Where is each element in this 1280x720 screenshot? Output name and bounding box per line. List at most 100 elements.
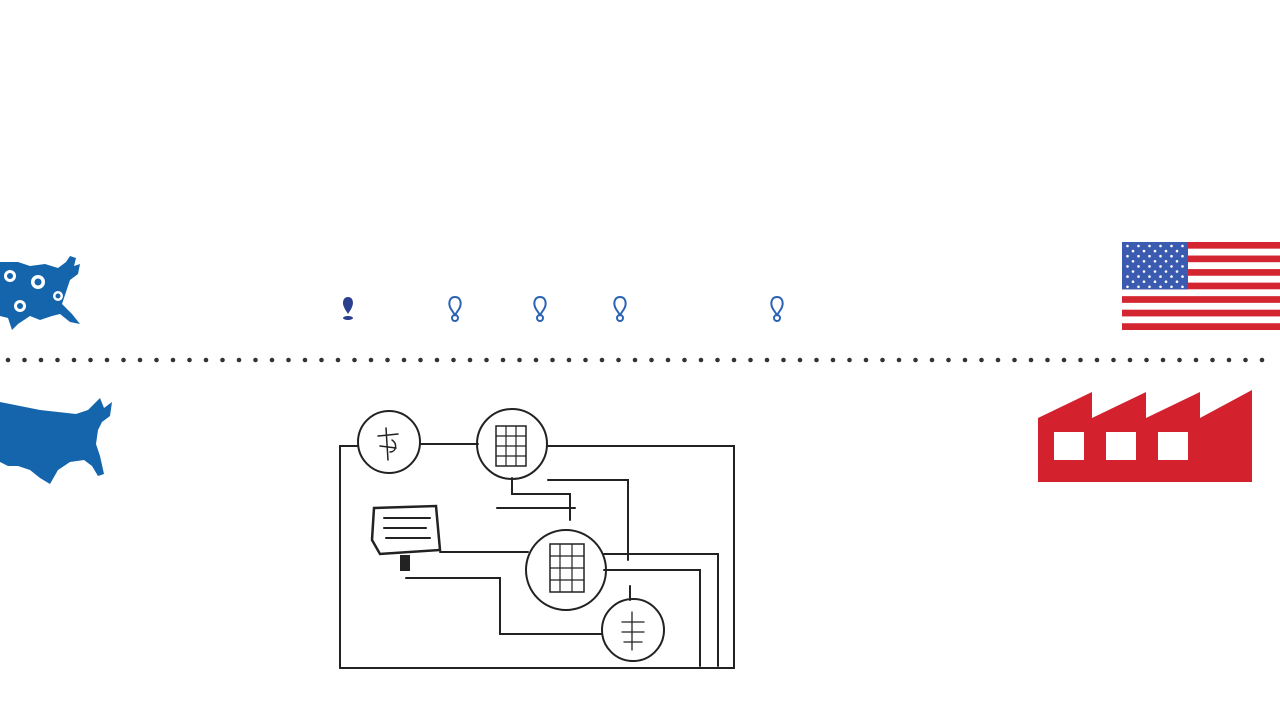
circuit-wire xyxy=(339,445,735,669)
divider-dot xyxy=(236,357,242,363)
divider-dot xyxy=(220,357,225,363)
divider-dot xyxy=(88,357,93,363)
flag-stripe xyxy=(1122,316,1280,324)
flag-star xyxy=(1126,244,1129,248)
flag-star xyxy=(1164,270,1168,273)
location-pins xyxy=(343,295,784,322)
flag-stripe xyxy=(1122,275,1280,283)
divider-dot xyxy=(1226,357,1232,363)
flag-stripe xyxy=(1122,255,1280,263)
divider-dot xyxy=(1144,357,1149,363)
flag-star xyxy=(1137,244,1140,248)
flag-star xyxy=(1148,254,1151,258)
flag-stripe xyxy=(1122,242,1280,249)
divider-dot xyxy=(1012,357,1017,363)
circuit-wire xyxy=(511,477,571,521)
circuit-node xyxy=(357,410,421,474)
divider-dot xyxy=(286,357,291,363)
flag-star xyxy=(1137,265,1140,268)
flag-star xyxy=(1164,260,1168,263)
divider-dot xyxy=(1045,357,1050,363)
flag-star xyxy=(1159,254,1162,258)
location-pin-icon xyxy=(448,295,462,322)
divider-dot xyxy=(583,357,588,363)
divider-dot xyxy=(170,357,176,363)
flag-star xyxy=(1175,280,1179,284)
flag-star xyxy=(1131,280,1135,284)
divider-dot xyxy=(203,357,209,363)
circuit-node xyxy=(601,598,665,662)
flag-star xyxy=(1126,254,1129,258)
circuit-wire xyxy=(405,577,603,635)
divider-dot xyxy=(962,357,968,363)
divider-dot xyxy=(38,357,44,363)
flag-stripe xyxy=(1122,289,1280,297)
divider-dot xyxy=(335,357,341,363)
divider-dot xyxy=(434,357,440,363)
factory-window xyxy=(1054,432,1084,460)
divider-dot xyxy=(1177,357,1182,363)
divider-dot xyxy=(913,357,918,363)
divider-dot xyxy=(55,357,60,363)
factory-window xyxy=(1106,432,1136,460)
divider-dot xyxy=(319,357,324,363)
factory-icon xyxy=(1038,390,1252,482)
divider-dot xyxy=(253,357,258,363)
divider-dot xyxy=(896,357,902,363)
flag-star xyxy=(1142,249,1146,253)
dotted-divider xyxy=(5,357,1265,363)
flag-star xyxy=(1131,249,1135,253)
divider-dot xyxy=(979,357,984,363)
divider-dot xyxy=(1243,357,1248,363)
usa-map-with-sites-icon xyxy=(0,256,80,330)
divider-dot xyxy=(517,357,522,363)
divider-dot xyxy=(863,357,869,363)
divider-dot xyxy=(995,357,1001,363)
divider-dot xyxy=(187,357,192,363)
flag-star xyxy=(1170,285,1173,289)
flag-star xyxy=(1137,285,1140,289)
divider-dot xyxy=(847,357,852,363)
divider-dot xyxy=(698,357,704,363)
flag-star xyxy=(1181,285,1184,289)
flag-stripe xyxy=(1122,269,1280,276)
divider-dot xyxy=(104,357,110,363)
divider-dot xyxy=(814,357,819,363)
location-pin-icon xyxy=(613,295,627,322)
divider-dot xyxy=(929,357,935,363)
flag-stripe xyxy=(1122,262,1280,270)
circuit-node xyxy=(525,529,607,611)
flag-star xyxy=(1175,249,1179,253)
flag-star xyxy=(1159,275,1162,278)
divider-dot xyxy=(352,357,357,363)
flag-star xyxy=(1148,285,1151,289)
flag-stripe xyxy=(1122,296,1280,303)
divider-dot xyxy=(1259,357,1265,363)
flag-star xyxy=(1159,244,1162,248)
circuit-wire xyxy=(603,553,719,667)
flag-stripe xyxy=(1122,248,1280,256)
divider-dot xyxy=(500,357,506,363)
divider-dot xyxy=(1193,357,1199,363)
flag-stripe xyxy=(1122,282,1280,290)
divider-dot xyxy=(533,357,539,363)
flag-star xyxy=(1153,270,1157,273)
divider-dot xyxy=(830,357,836,363)
divider-dot xyxy=(418,357,423,363)
flag-star xyxy=(1142,280,1146,284)
divider-dot xyxy=(682,357,687,363)
divider-dot xyxy=(616,357,621,363)
location-pin-icon xyxy=(343,297,353,320)
flag-star xyxy=(1170,254,1173,258)
divider-dot xyxy=(599,357,605,363)
divider-dot xyxy=(1028,357,1034,363)
divider-dot xyxy=(368,357,374,363)
divider-dot xyxy=(550,357,555,363)
flag-star xyxy=(1142,270,1146,273)
divider-dot xyxy=(715,357,720,363)
flag-star xyxy=(1181,275,1184,278)
flag-star xyxy=(1131,260,1135,263)
flag-star xyxy=(1131,270,1135,273)
